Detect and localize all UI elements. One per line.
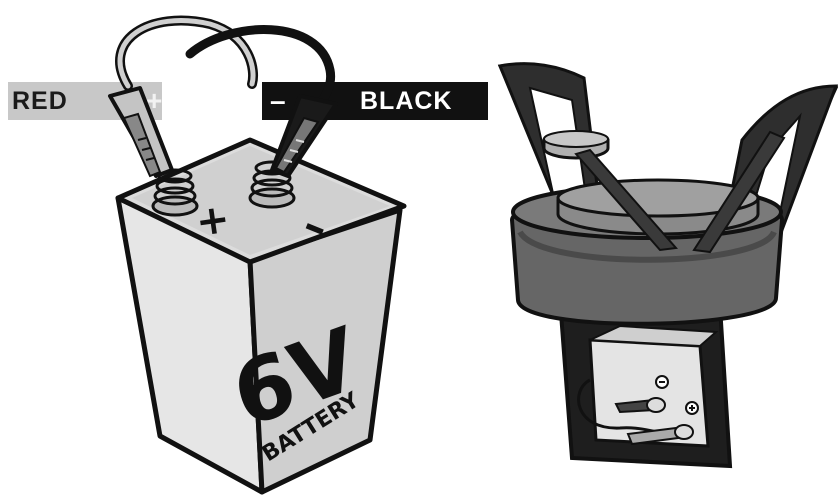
battery-plus-sign: + — [193, 196, 233, 246]
battery-holder-illustration — [500, 64, 836, 466]
red-alligator-clip — [110, 88, 172, 176]
battery-illustration: + – 6V BATTERY — [118, 140, 404, 492]
